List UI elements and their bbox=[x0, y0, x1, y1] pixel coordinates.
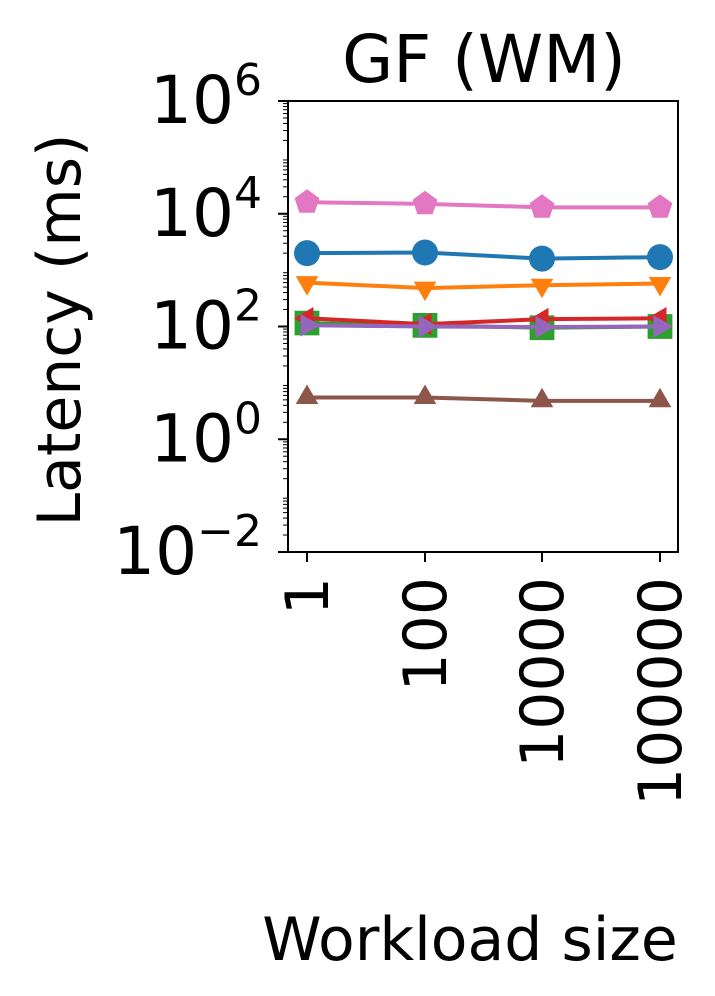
y-tick-label-base: 10 bbox=[150, 62, 234, 139]
y-tick-label-base: 10 bbox=[150, 175, 234, 252]
x-axis-label: Workload size bbox=[262, 905, 678, 975]
y-axis-label: Latency (ms) bbox=[25, 134, 95, 527]
x-tick-label: 1 bbox=[273, 577, 343, 615]
data-point bbox=[413, 281, 437, 302]
y-tick-label-exponent: 2 bbox=[234, 281, 262, 332]
series-line bbox=[306, 280, 661, 291]
y-tick-label-exponent: 0 bbox=[234, 393, 262, 444]
y-tick-label-base: 10 bbox=[113, 513, 197, 590]
y-tick-label: 100 bbox=[150, 393, 262, 477]
data-point bbox=[418, 315, 438, 338]
x-tick-label: 100 bbox=[391, 577, 461, 692]
y-tick-label: 102 bbox=[150, 281, 262, 365]
data-point bbox=[413, 384, 437, 404]
data-point bbox=[412, 190, 438, 215]
data-point bbox=[647, 194, 673, 218]
data-point bbox=[295, 384, 319, 404]
data-point bbox=[648, 387, 672, 408]
x-tick-label: 10000 bbox=[508, 577, 578, 768]
data-point bbox=[535, 315, 555, 339]
y-tick-label-exponent: 4 bbox=[234, 168, 262, 219]
data-point bbox=[530, 278, 554, 299]
series-line bbox=[306, 200, 660, 210]
series-line bbox=[306, 250, 661, 261]
data-point bbox=[529, 245, 555, 272]
data-point bbox=[295, 276, 319, 296]
y-tick-label: 104 bbox=[150, 168, 262, 252]
y-tick-label: 10−2 bbox=[113, 506, 262, 590]
y-tick-label-base: 10 bbox=[150, 288, 234, 365]
y-tick-label-exponent: −2 bbox=[197, 506, 262, 557]
data-point bbox=[294, 189, 320, 213]
data-point bbox=[530, 387, 554, 408]
series-line bbox=[307, 395, 660, 403]
data-point bbox=[647, 244, 673, 271]
data-point bbox=[653, 315, 673, 338]
data-point bbox=[529, 194, 555, 218]
data-point bbox=[294, 240, 320, 267]
data-point bbox=[648, 277, 672, 297]
plot-area-frame bbox=[287, 100, 679, 553]
y-tick-label-exponent: 6 bbox=[234, 55, 262, 106]
x-tick-label: 100000 bbox=[626, 577, 696, 806]
data-point bbox=[300, 314, 320, 337]
series-line bbox=[306, 323, 661, 329]
data-point bbox=[412, 239, 438, 266]
chart-title: GF (WM) bbox=[342, 21, 626, 98]
series-line bbox=[306, 316, 661, 327]
y-tick-label-base: 10 bbox=[150, 400, 234, 477]
series-group bbox=[294, 189, 673, 408]
y-tick-label: 106 bbox=[150, 55, 262, 139]
